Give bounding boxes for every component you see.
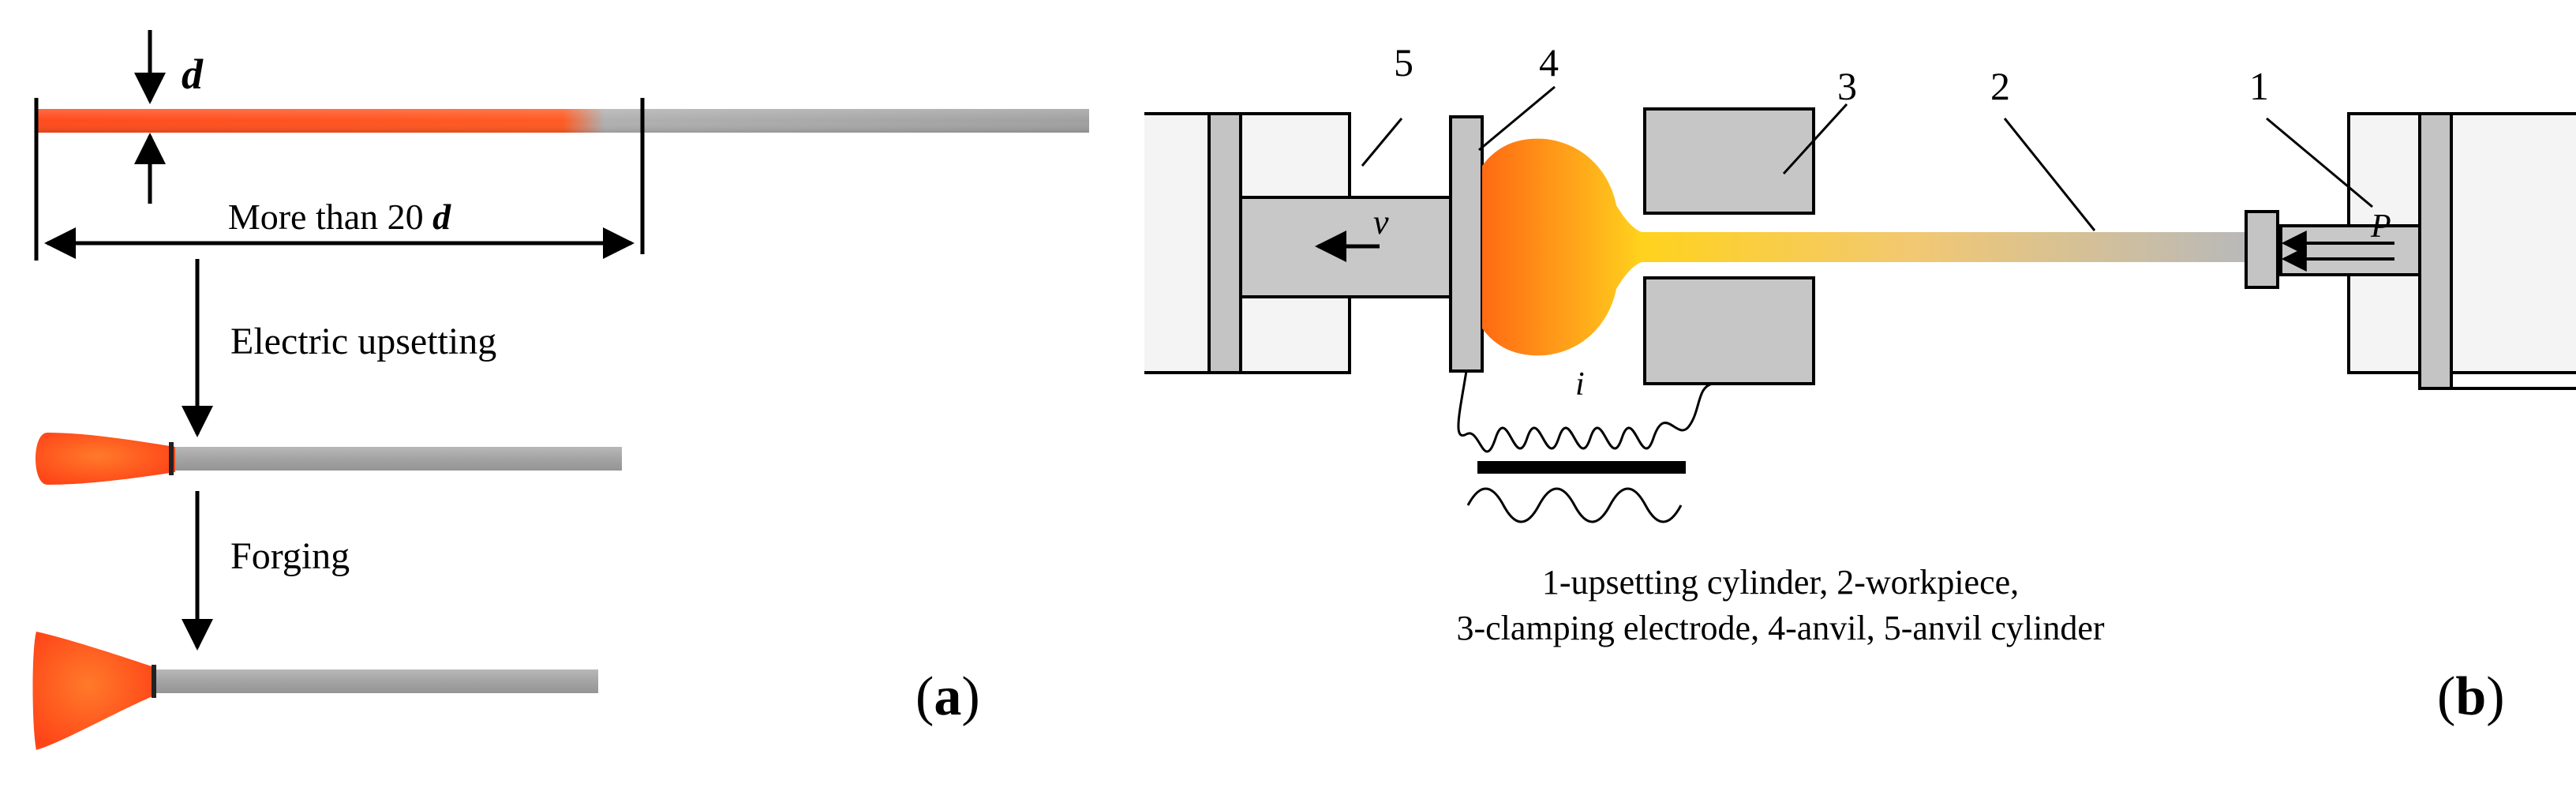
- callout-4-leader: [1478, 85, 1556, 152]
- pressure-symbol: P: [2370, 208, 2391, 245]
- initial-rod-shading: [36, 109, 1089, 133]
- callout-1-leader: [2266, 117, 2373, 208]
- power-circuit: i: [1457, 366, 1713, 523]
- clamping-electrode-top: [1643, 107, 1815, 215]
- callout-3: 3: [1837, 64, 1857, 108]
- callout-5: 5: [1394, 40, 1413, 84]
- callout-4: 4: [1539, 40, 1559, 84]
- forged-rod: [32, 632, 598, 750]
- pressure-plate: [2245, 210, 2279, 289]
- step-forging: Forging: [230, 535, 350, 577]
- callout-1: 1: [2249, 64, 2269, 108]
- length-label: More than 20 d: [228, 197, 451, 237]
- callouts: [1361, 85, 2373, 231]
- callout-5-leader: [1361, 118, 1403, 167]
- velocity-symbol: v: [1373, 203, 1389, 242]
- step-electric-upsetting: Electric upsetting: [230, 321, 496, 362]
- panel-a-label: (a): [915, 666, 980, 727]
- callout-2: 2: [1990, 64, 2010, 108]
- caption-line-2: 3-clamping electrode, 4-anvil, 5-anvil c…: [1456, 609, 2104, 647]
- upset-workpiece-head: [1482, 138, 1642, 356]
- clamping-electrode-bottom: [1643, 276, 1815, 385]
- current-symbol: i: [1575, 366, 1585, 403]
- workpiece: [1640, 232, 2245, 262]
- callout-3-leader: [1782, 103, 1848, 175]
- diameter-symbol: d: [182, 51, 204, 98]
- panel-b-label: (b): [2437, 666, 2505, 727]
- caption-line-1: 1-upsetting cylinder, 2-workpiece,: [1542, 563, 2019, 602]
- panel-b: v i P: [1144, 40, 2576, 727]
- upsetting-cylinder-piston: [2279, 224, 2421, 276]
- upset-rod: [36, 433, 622, 485]
- anvil-plate: [1449, 115, 1484, 373]
- callout-2-leader: [2003, 118, 2096, 231]
- panel-a: d More than 20 d Electric upsetting Forg…: [32, 30, 1089, 750]
